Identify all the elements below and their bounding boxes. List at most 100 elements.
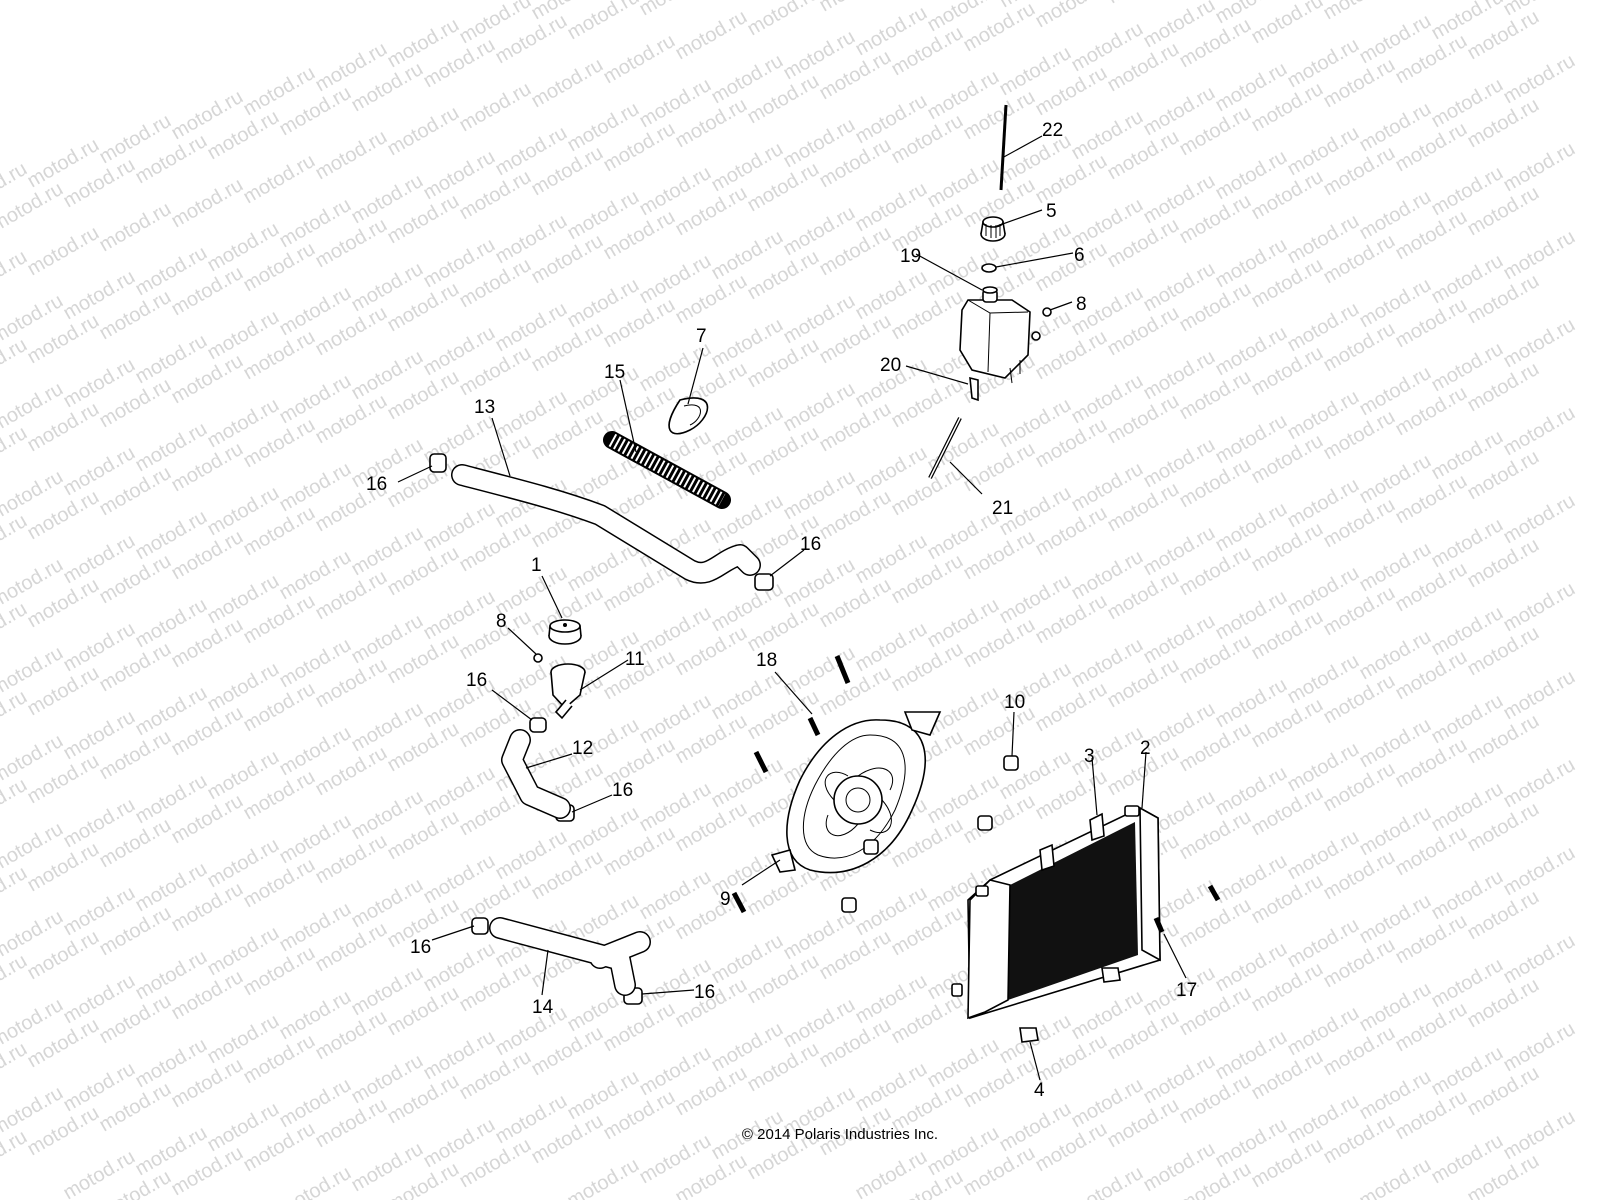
callout-11: 11 [625, 649, 645, 670]
callout-16: 16 [410, 937, 431, 958]
part-3-brackets [1039, 812, 1105, 872]
copyright-notice: © 2014 Polaris Industries Inc. [741, 1126, 939, 1143]
watermark-text: motod.ru [1500, 138, 1579, 197]
watermark-text: motod.ru [816, 0, 895, 16]
watermark-text: motod.ru [0, 1038, 31, 1097]
part-14-hose [489, 917, 651, 996]
watermark-text: motod.ru [276, 1162, 355, 1200]
watermark-text: motod.ru [0, 686, 31, 745]
watermark-text: motod.ru [1104, 0, 1183, 8]
callout-20: 20 [880, 355, 901, 376]
callout-16: 16 [694, 982, 715, 1003]
part-19-reservoir [959, 286, 1041, 384]
watermark-text: motod.ru [0, 246, 31, 305]
part-21-tube [928, 417, 962, 479]
part-16-clamp-a [429, 453, 447, 473]
watermark-text: motod.ru [1500, 314, 1579, 373]
watermark-text: motod.ru [1500, 490, 1579, 549]
part-13-hose [451, 464, 761, 584]
callout-3: 3 [1084, 746, 1095, 767]
watermark-text: motod.ru [1500, 50, 1579, 109]
watermark-text: motod.ru [0, 510, 31, 569]
callout-16: 16 [466, 670, 487, 691]
part-18-bolts [731, 655, 851, 914]
callout-1: 1 [531, 555, 542, 576]
callout-12: 12 [572, 738, 593, 759]
watermark-text: motod.ru [636, 0, 715, 20]
watermark-text: motod.ru [0, 334, 31, 393]
watermark-text: motod.ru [564, 0, 643, 44]
callout-13: 13 [474, 397, 495, 418]
watermark-text: motod.ru [96, 198, 175, 257]
part-8-nut-lower [533, 653, 543, 663]
part-2-radiator [951, 805, 1161, 1020]
part-11-filler-neck [550, 663, 586, 720]
watermark-text: motod.ru [1032, 0, 1111, 32]
callout-8: 8 [496, 611, 507, 632]
part-5-cap [980, 216, 1006, 242]
watermark-text: motod.ru [1248, 0, 1327, 48]
callout-16: 16 [366, 474, 387, 495]
callout-18: 18 [756, 650, 777, 671]
watermark-text: motod.ru [600, 30, 679, 89]
watermark-text: motod.ru [1320, 0, 1399, 24]
callout-9: 9 [720, 889, 731, 910]
watermark-text: motod.ru [1356, 1154, 1435, 1200]
callout-8: 8 [1076, 294, 1087, 315]
watermark-text: motod.ru [564, 1154, 643, 1200]
watermark-text: motod.ru [1500, 578, 1579, 637]
part-15-sleeve [603, 431, 731, 509]
callout-19: 19 [900, 246, 921, 267]
callout-15: 15 [604, 362, 625, 383]
watermark-text: motod.ru [168, 174, 247, 233]
watermark-text: motod.ru [240, 150, 319, 209]
watermark-text: motod.ru [1500, 1018, 1579, 1077]
part-16-clamp-e [471, 917, 489, 935]
watermark-text: motod.ru [456, 78, 535, 137]
leader-lines [397, 135, 1187, 1081]
part-1-cap [548, 619, 582, 645]
part-8-nut-upper [1042, 307, 1052, 317]
part-12-hose [501, 729, 571, 819]
callout-21: 21 [992, 498, 1013, 519]
part-9-fan [770, 711, 942, 874]
part-20-clamp [969, 376, 979, 402]
watermark-text: motod.ru [0, 950, 31, 1009]
watermark-text: motod.ru [1500, 666, 1579, 725]
callout-2: 2 [1140, 738, 1151, 759]
watermark-text: motod.ru [1500, 930, 1579, 989]
callout-numbers: 22 5 6 19 8 20 21 7 15 13 16 16 1 8 11 1… [366, 120, 1197, 1101]
callout-5: 5 [1046, 201, 1057, 222]
part-16-clamp-c [529, 717, 547, 733]
watermark-text: motod.ru [528, 54, 607, 113]
callout-16: 16 [612, 780, 633, 801]
callout-17: 17 [1176, 980, 1197, 1001]
watermark-text: motod.ru [1068, 1162, 1147, 1200]
part-4-grommets [1019, 967, 1121, 1043]
callout-7: 7 [696, 326, 707, 347]
watermark-text: motod.ru [1500, 402, 1579, 461]
part-10-grommets [841, 755, 1019, 913]
watermark-text: motod.ru [1500, 842, 1579, 901]
watermark-text: motod.ru [0, 598, 31, 657]
callout-10: 10 [1004, 692, 1025, 713]
callout-22: 22 [1042, 120, 1063, 141]
callout-16: 16 [800, 534, 821, 555]
watermark-text: motod.ru [744, 0, 823, 40]
part-6-ring [981, 263, 997, 273]
watermark-text: motod.ru [0, 774, 31, 833]
watermark-text: motod.ru [672, 6, 751, 65]
part-16-clamp-b [754, 573, 774, 591]
part-7-strap [668, 397, 709, 435]
watermark-text: motod.ru [0, 422, 31, 481]
watermark-text: motod.ru [1500, 226, 1579, 285]
watermark-text: motod.ru [384, 102, 463, 161]
watermark-text: motod.ru [0, 862, 31, 921]
watermark-text: motod.ru [1500, 754, 1579, 813]
part-17-screws [1153, 884, 1221, 933]
callout-14: 14 [532, 997, 554, 1018]
callout-4: 4 [1034, 1080, 1045, 1101]
part-22-rod [999, 104, 1008, 191]
